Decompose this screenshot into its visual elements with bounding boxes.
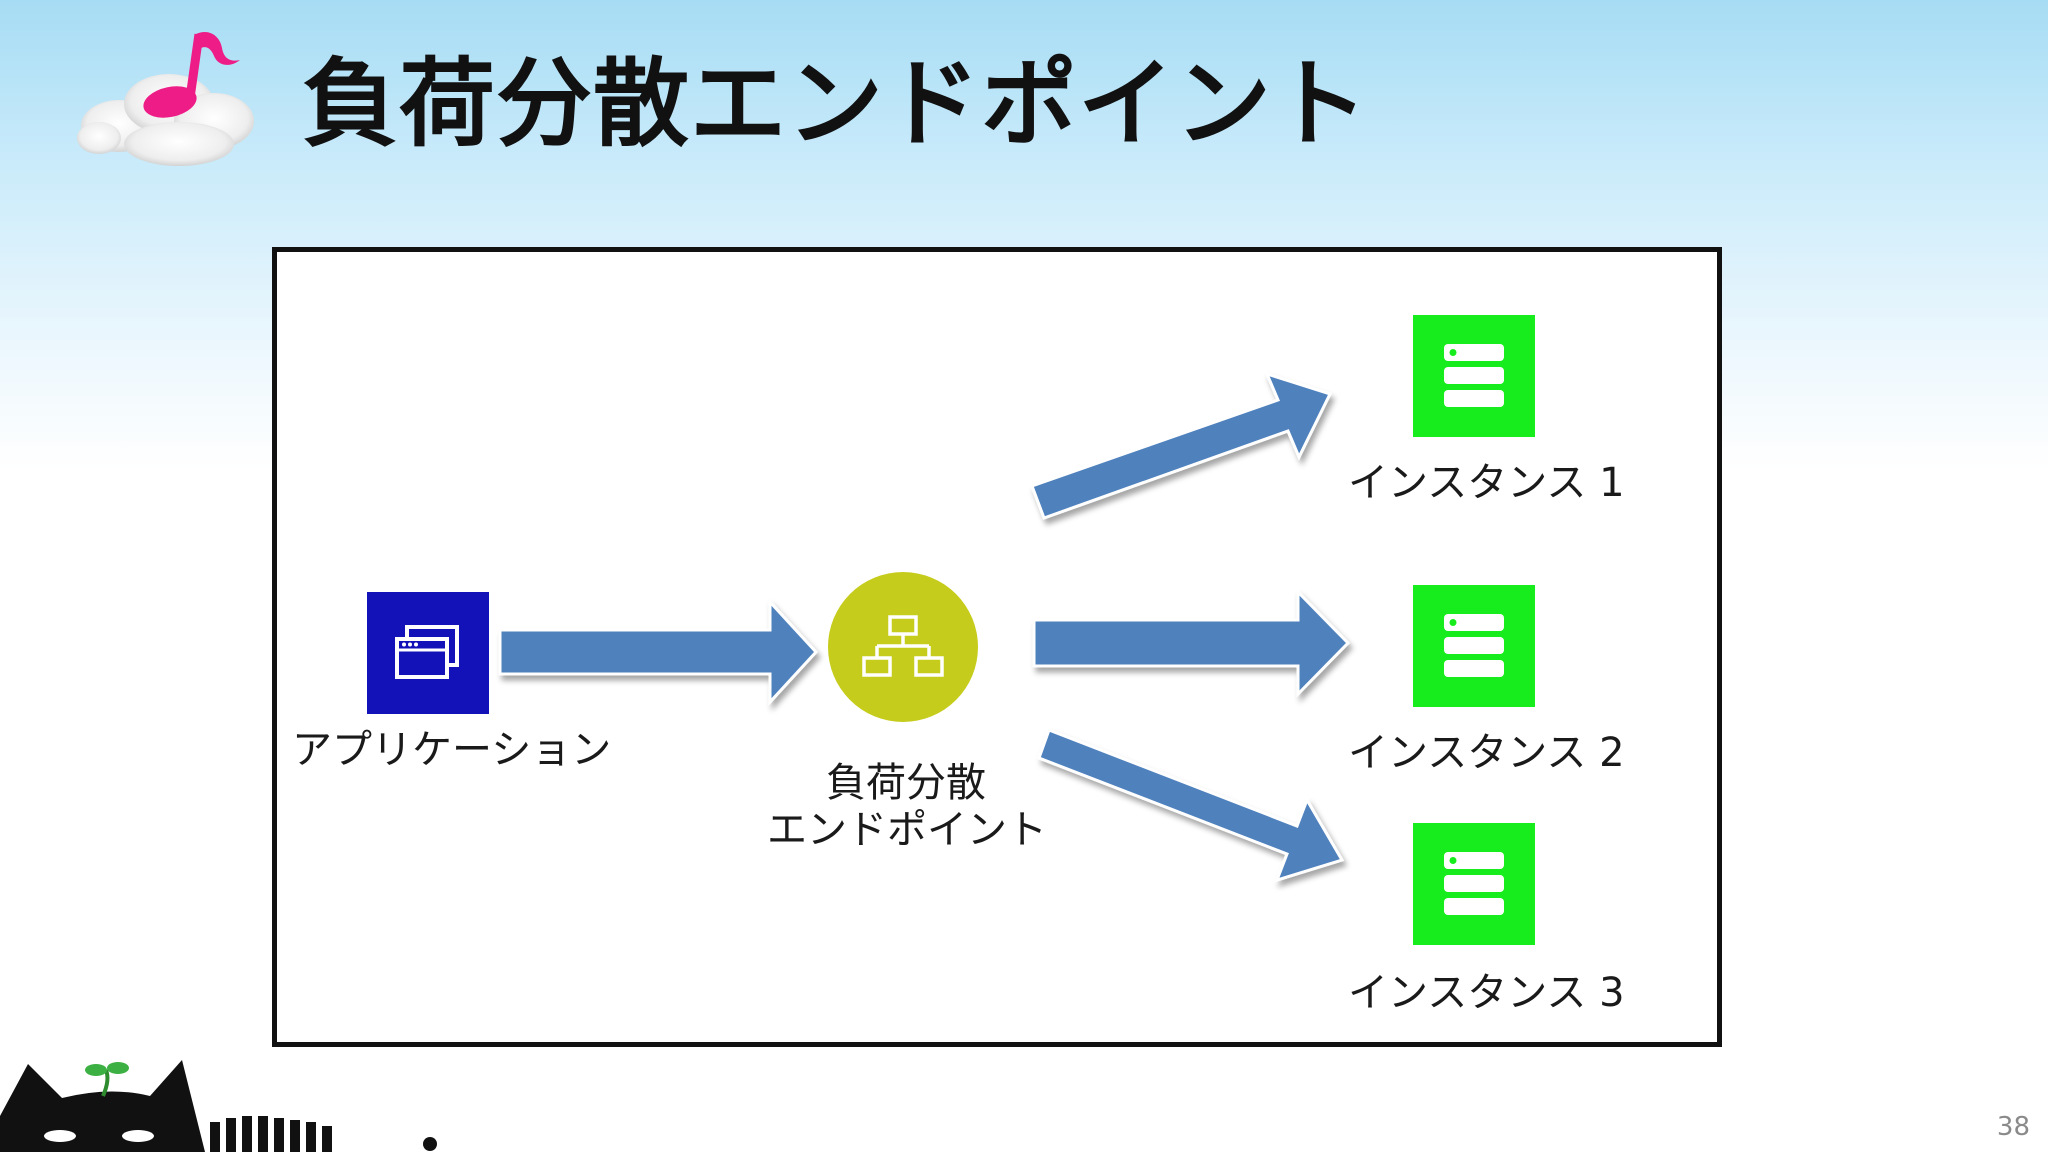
instance-3-label: インスタンス 3 [1348,970,1625,1016]
application-node [367,592,489,714]
instance-2-label: インスタンス 2 [1348,730,1625,776]
application-window-icon [395,625,459,679]
instance-2-node [1413,585,1535,707]
page-number: 38 [1996,1112,2030,1142]
server-icon [1444,614,1504,677]
instance-1-node [1413,315,1535,437]
load-balancer-node [828,572,978,722]
server-icon [1444,344,1504,407]
black-cat-mascot [0,1060,437,1152]
load-balancer-label-line-2: エンドポイント [767,807,1047,853]
instance-3-node [1413,823,1535,945]
server-icon [1444,852,1504,915]
hierarchy-network-icon [862,615,944,677]
slide-title: 負荷分散エンドポイント [302,48,1369,160]
instance-1-label: インスタンス 1 [1348,460,1625,506]
music-note-cloud-logo [77,31,254,166]
load-balancer-label-line-1: 負荷分散 [826,760,986,806]
application-label: アプリケーション [292,727,612,773]
